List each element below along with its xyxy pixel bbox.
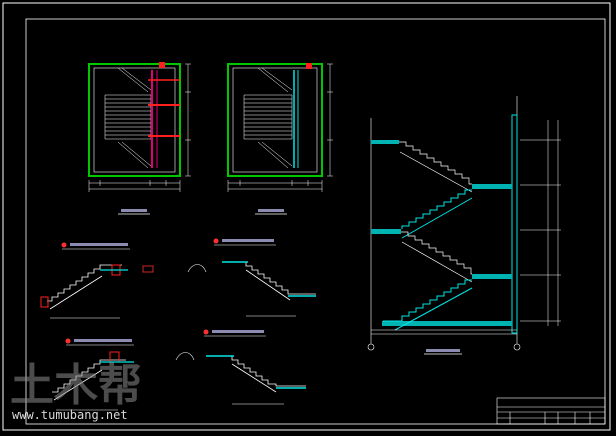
sheet-inner-frame — [25, 18, 606, 425]
section-flight-1 — [399, 141, 472, 185]
plan-2-outer-wall — [227, 63, 323, 177]
watermark-logo: 土木帮 — [10, 360, 142, 411]
section-landing-1 — [472, 184, 512, 189]
stair-plan-1 — [88, 62, 191, 215]
detail-2-marker — [213, 238, 219, 244]
plan-2-break-lines — [257, 67, 293, 169]
section-right-wall — [511, 114, 518, 334]
detail-1-soffit — [49, 275, 103, 310]
detail-2-title-block — [222, 239, 274, 242]
detail-1 — [40, 242, 154, 319]
section-flight-3 — [401, 231, 472, 275]
section-landing-2 — [472, 274, 512, 279]
sheet-outer-frame — [2, 2, 611, 431]
detail-4-marker — [203, 329, 209, 335]
detail-3-flight — [52, 359, 126, 393]
detail-1-end-beam — [40, 296, 49, 308]
plan-2-treads — [243, 94, 293, 140]
watermark: 土木帮 www.tumubang.net — [10, 360, 142, 422]
plan-2-column — [306, 63, 312, 69]
detail-2-leader — [187, 264, 207, 273]
detail-3-marker — [65, 338, 71, 344]
detail-4-soffit — [231, 363, 277, 393]
plan-2-inner-wall — [232, 67, 318, 173]
detail-4-title-block — [212, 330, 264, 333]
section-left-axis-bubble — [367, 343, 375, 351]
detail-4 — [175, 329, 306, 405]
section-right-dimensions — [520, 120, 561, 326]
plan-2-dimensions — [227, 63, 333, 192]
section-title-block — [426, 349, 460, 352]
section-flight-4-soffit — [394, 287, 473, 331]
detail-1-flight — [47, 264, 122, 302]
plan-1-title-block — [121, 209, 147, 212]
stair-plan-2 — [227, 63, 333, 215]
plan-2-title-block — [258, 209, 284, 212]
section-slab-top — [371, 140, 399, 144]
detail-2 — [187, 238, 316, 317]
detail-3-soffit — [53, 369, 103, 401]
detail-3 — [52, 338, 134, 411]
section-ground-hatch — [371, 329, 517, 335]
plan-1-outer-wall — [88, 63, 181, 177]
plan-1-column — [159, 62, 165, 68]
detail-1-marker — [61, 242, 67, 248]
detail-2-flight — [222, 261, 316, 295]
title-block — [496, 397, 606, 425]
plan-1-inner-wall — [93, 67, 176, 173]
detail-4-flight — [206, 355, 306, 387]
stair-section — [367, 96, 561, 355]
watermark-url: www.tumubang.net — [12, 408, 128, 422]
section-slab-bottom — [382, 321, 512, 326]
detail-2-soffit — [245, 269, 291, 301]
plan-1-break-lines — [117, 67, 152, 169]
section-flight-4 — [383, 279, 472, 322]
detail-1-section-tag — [142, 265, 154, 273]
detail-1-title-block — [70, 243, 128, 246]
section-slab-mid — [371, 229, 401, 234]
section-flight-2 — [401, 189, 472, 229]
plan-1-dimensions — [88, 63, 191, 192]
plan-1-treads — [104, 94, 152, 140]
section-flight-2-soffit — [401, 197, 473, 239]
section-flight-1-soffit — [399, 151, 473, 193]
detail-3-title-block — [74, 339, 132, 342]
section-flight-3-soffit — [401, 241, 473, 283]
detail-4-leader — [175, 352, 195, 361]
section-right-axis-bubble — [513, 343, 521, 351]
